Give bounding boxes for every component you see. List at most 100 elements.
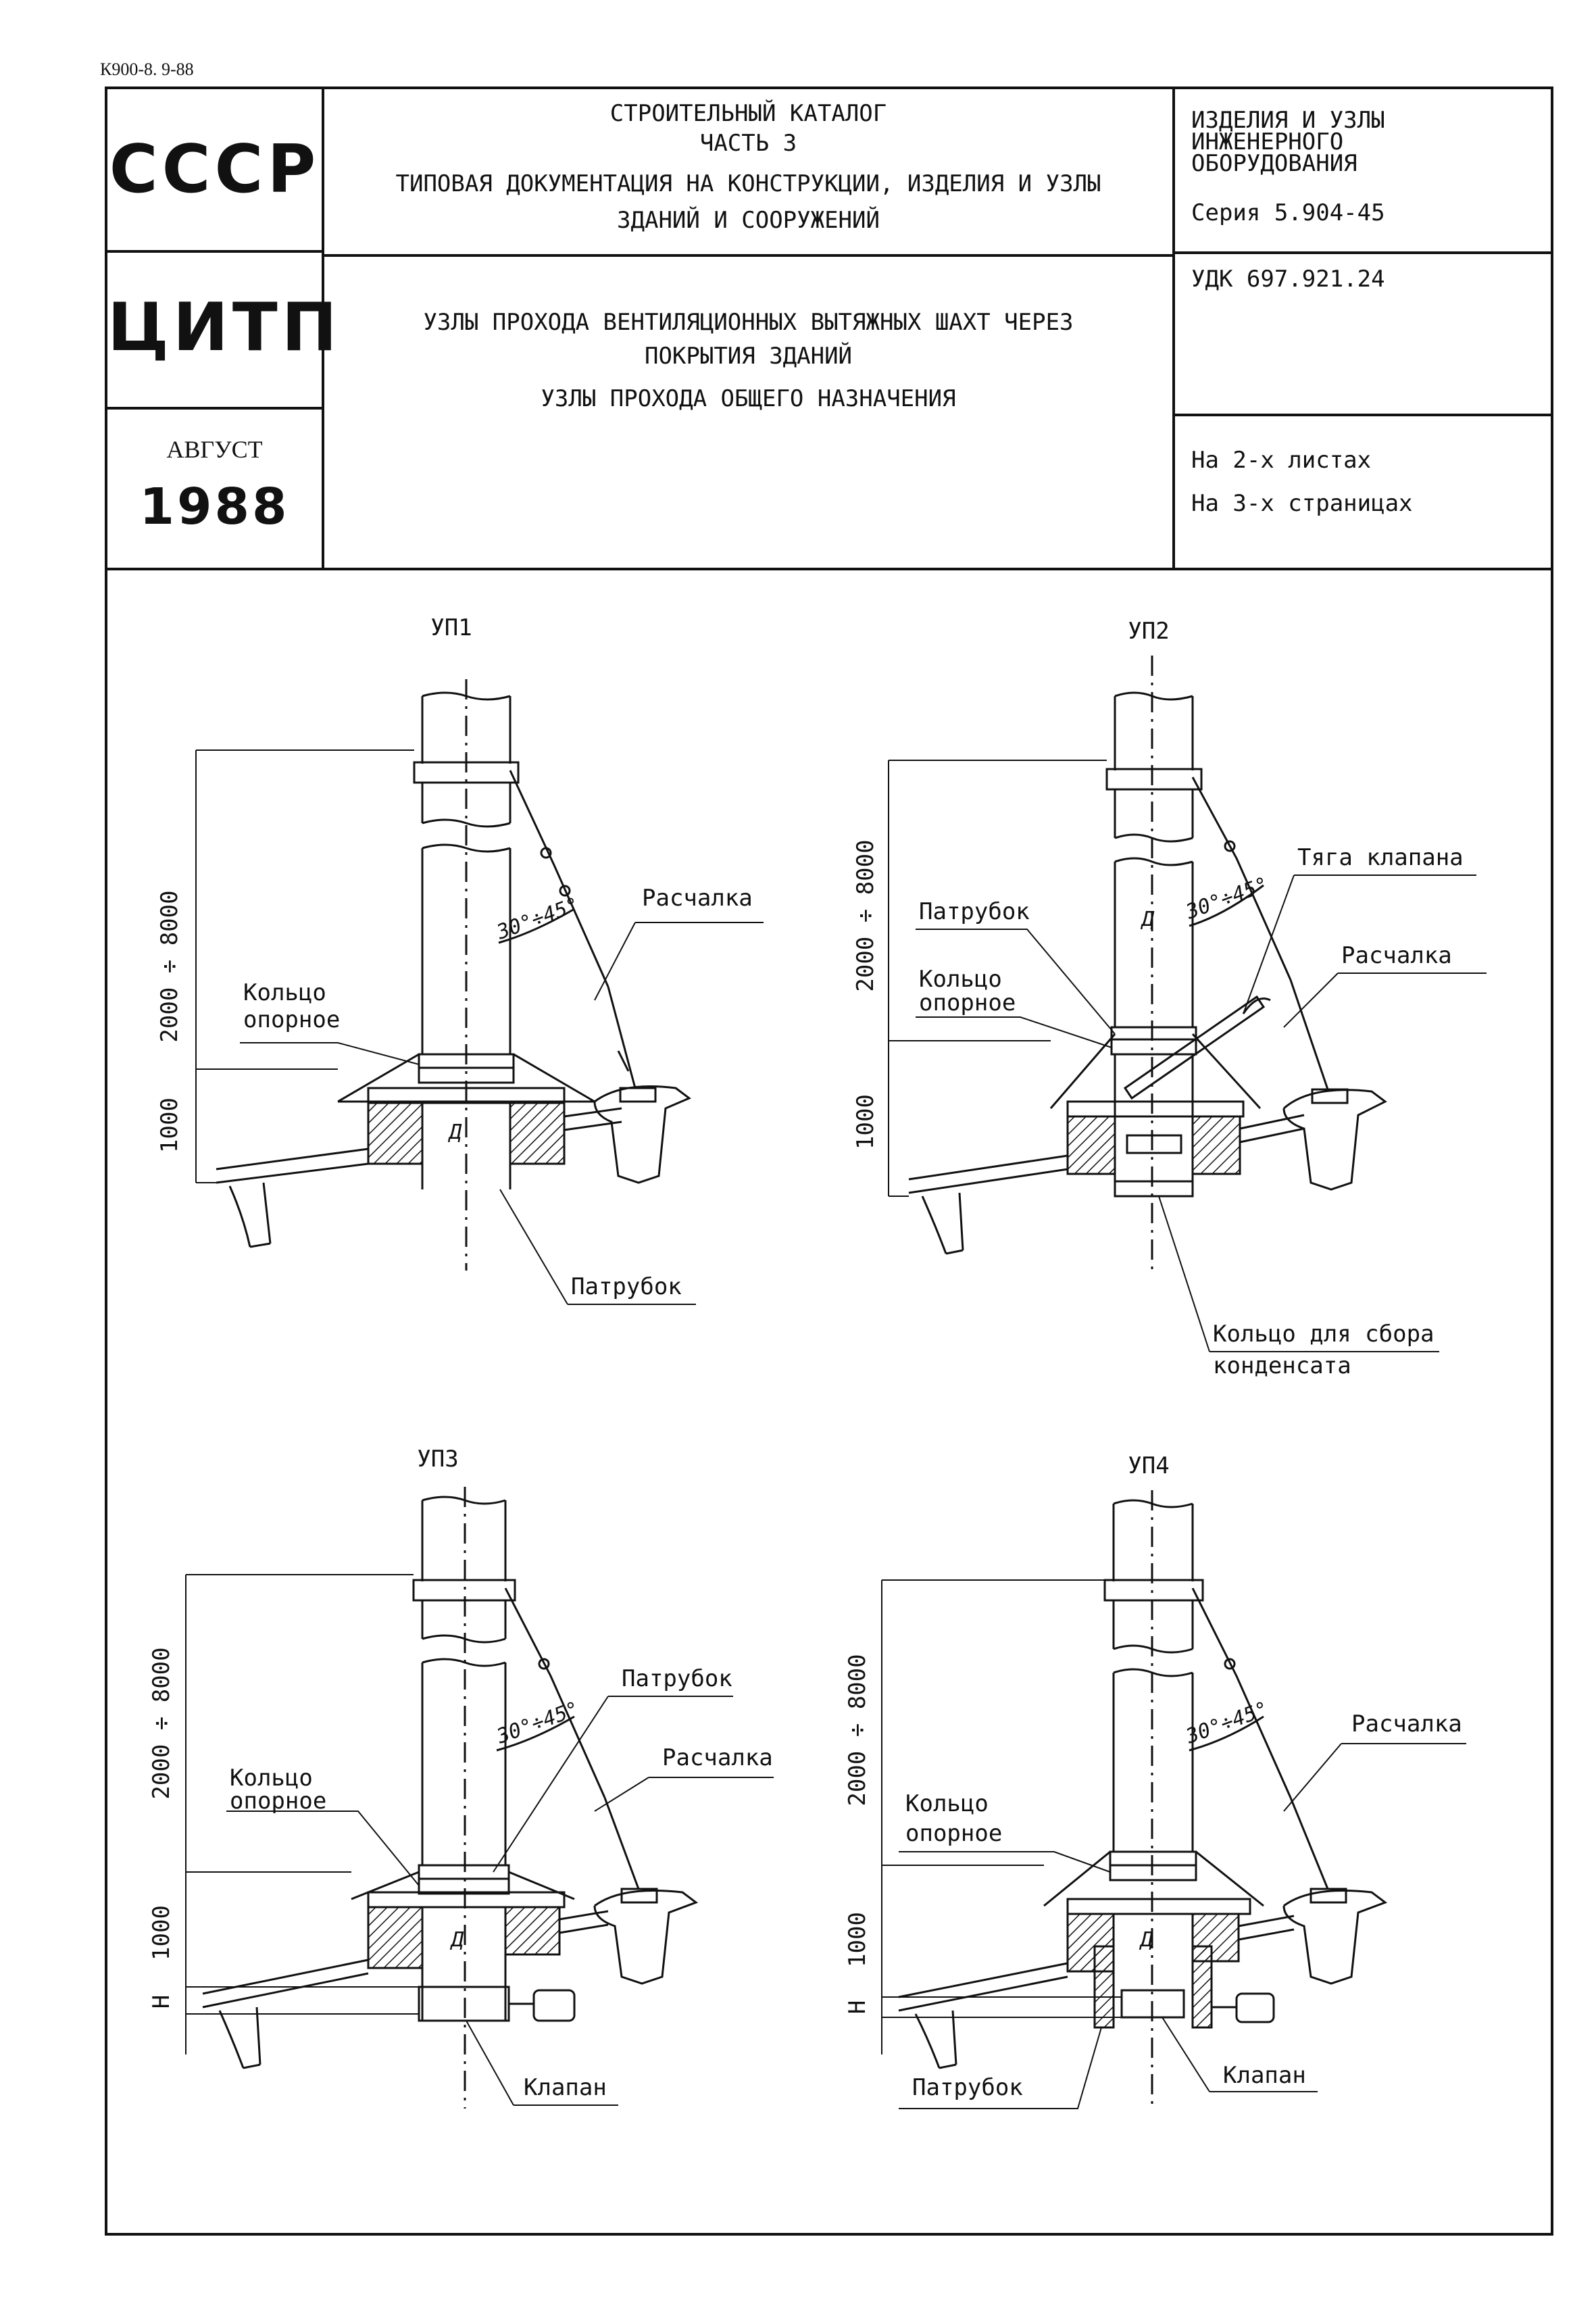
header-bottom-rule: [107, 568, 1551, 570]
pipe-break-top: [422, 1496, 506, 1505]
pages-label: На 3-х страницах: [1191, 490, 1413, 517]
dimension-height: 2000 ÷ 8000: [156, 890, 183, 1042]
pipe-break-top: [1114, 691, 1193, 701]
section-line-1: ИЗДЕЛИЯ И УЗЛЫ: [1191, 107, 1385, 134]
curb-left: [367, 1102, 424, 1165]
valve-actuator: [1235, 1992, 1275, 2023]
pipe-upper: [421, 696, 512, 764]
clamp-upper: [1105, 768, 1203, 791]
label-nozzle: Патрубок: [912, 2074, 1023, 2101]
cone: [1043, 1850, 1264, 1907]
roof-beam: [914, 2010, 957, 2069]
label-support-ring-2: опорное: [243, 1006, 340, 1033]
support-ring-2: [418, 1066, 515, 1084]
pipe-lower: [1112, 1673, 1194, 1852]
curb-left: [367, 1906, 424, 1969]
valve-body: [1126, 1134, 1182, 1154]
page-frame: СССР ЦИТП АВГУСТ 1988 СТРОИТЕЛЬНЫЙ КАТАЛ…: [105, 87, 1553, 2236]
pipe-break-mid: [1113, 1644, 1193, 1677]
label-guy: Расчалка: [1341, 942, 1452, 969]
label-condensate-2: конденсата: [1213, 1352, 1351, 1379]
leader-nozzle: [499, 1189, 696, 1305]
angle-arc: [1189, 1715, 1264, 1752]
anchor-rod: [1289, 979, 1329, 1090]
guy-knot: [538, 1658, 550, 1670]
cone: [1049, 1033, 1262, 1110]
title-line-2: ПОКРЫТИЯ ЗДАНИЙ: [644, 343, 853, 370]
drawing-title: УП3: [417, 1446, 458, 1473]
roof-slab: [216, 1107, 622, 1184]
leader-nozzle: [493, 1696, 733, 1873]
condensate-ring: [1114, 1180, 1194, 1198]
label-support-ring-2: опорное: [919, 989, 1016, 1016]
support-ring-2: [1109, 1864, 1197, 1881]
drawing-up3: УП3 30°÷45° Д 2000 ÷ 8000 1000 Н Патрубо…: [148, 1446, 774, 2109]
angle-label: 30°÷45°: [1182, 1697, 1272, 1748]
label-valve: Клапан: [524, 2074, 607, 2101]
label-guy: Расчалка: [1351, 1710, 1462, 1738]
title-line-3: УЗЛЫ ПРОХОДА ОБЩЕГО НАЗНАЧЕНИЯ: [541, 385, 956, 412]
pipe-upper: [421, 1500, 507, 1581]
section-line-3: ОБОРУДОВАНИЯ: [1191, 150, 1357, 177]
label-support-ring-2: опорное: [905, 1820, 1002, 1847]
dimension-height: 2000 ÷ 8000: [844, 1654, 871, 1806]
country-stamp: СССР: [109, 131, 320, 208]
flange: [367, 1891, 566, 1909]
drawing-title: УП4: [1128, 1452, 1169, 1479]
section-block: ИЗДЕЛИЯ И УЗЛЫ ИНЖЕНЕРНОГО ОБОРУДОВАНИЯ: [1191, 107, 1543, 177]
label-nozzle: Патрубок: [919, 898, 1030, 925]
title-block: УЗЛЫ ПРОХОДА ВЕНТИЛЯЦИОННЫХ ВЫТЯЖНЫХ ШАХ…: [324, 304, 1172, 415]
dimension-h: Н: [844, 2000, 871, 2014]
leader-support-ring: [916, 1016, 1112, 1048]
label-support-ring-1: Кольцо: [243, 979, 326, 1006]
clamp-upper: [1103, 1579, 1204, 1602]
catalog-line-2: ЧАСТЬ 3: [699, 130, 797, 157]
dimension-base: 1000: [156, 1098, 183, 1153]
angle-label: 30°÷45°: [493, 893, 582, 944]
drawing-up2: УП2 30°÷45° Д 2000 ÷ 8000 1000 Патрубок: [852, 618, 1487, 1379]
stamp-column-rule: [322, 89, 324, 568]
anchor-plate: [620, 1888, 658, 1904]
nozzle-hatched: [1093, 1945, 1213, 2029]
anchor-rod: [607, 986, 637, 1089]
title-line-1: УЗЛЫ ПРОХОДА ВЕНТИЛЯЦИОННЫХ ВЫТЯЖНЫХ ШАХ…: [423, 309, 1074, 336]
nozzle: [421, 1103, 512, 1189]
leader-guy: [1283, 973, 1487, 1028]
roof-slab: [898, 1915, 1295, 2012]
udk-label: УДК 697.921.24: [1191, 266, 1385, 293]
flange: [367, 1087, 566, 1104]
dimension-lines: [881, 1579, 1122, 2054]
guy-knot: [540, 847, 552, 859]
dimension-height: 2000 ÷ 8000: [852, 839, 879, 991]
leader-support-ring: [240, 1042, 420, 1065]
angle-arc: [1189, 884, 1264, 927]
label-support-ring-1: Кольцо: [919, 966, 1002, 993]
sheets-label: На 2-х листах: [1191, 447, 1372, 474]
leader-support-ring: [899, 1851, 1111, 1873]
anchor-plate: [1311, 1088, 1349, 1104]
label-support-ring-1: Кольцо: [905, 1790, 989, 1817]
stamp-rule-1: [107, 250, 322, 253]
valve-flange: [1120, 1989, 1185, 2019]
guy-knot: [1224, 1658, 1236, 1670]
cone: [351, 1871, 575, 1900]
nozzle: [421, 1907, 507, 2021]
pipe-break-top: [1113, 1499, 1193, 1508]
leader-guy: [594, 1777, 774, 1812]
leader-valve: [1162, 2017, 1318, 2092]
anchor-detail: [1282, 1890, 1388, 1985]
roof-slab: [908, 1114, 1305, 1194]
year-label: 1988: [139, 478, 290, 536]
series-label: Серия 5.904-45: [1191, 199, 1385, 226]
pipe-mid-a: [421, 783, 512, 823]
label-support-ring-2: опорное: [230, 1788, 326, 1815]
leader-valve-rod: [1243, 875, 1476, 1014]
catalog-line-4: ЗДАНИЙ И СООРУЖЕНИЙ: [617, 207, 880, 234]
label-support-ring-1: Кольцо: [230, 1765, 313, 1792]
curb-right: [504, 1906, 561, 1956]
nozzle: [1114, 1054, 1194, 1196]
label-guy: Расчалка: [662, 1744, 773, 1771]
curb-right: [509, 1102, 566, 1165]
curb-right: [1191, 1115, 1241, 1175]
label-valve: Клапан: [1223, 2062, 1306, 2089]
